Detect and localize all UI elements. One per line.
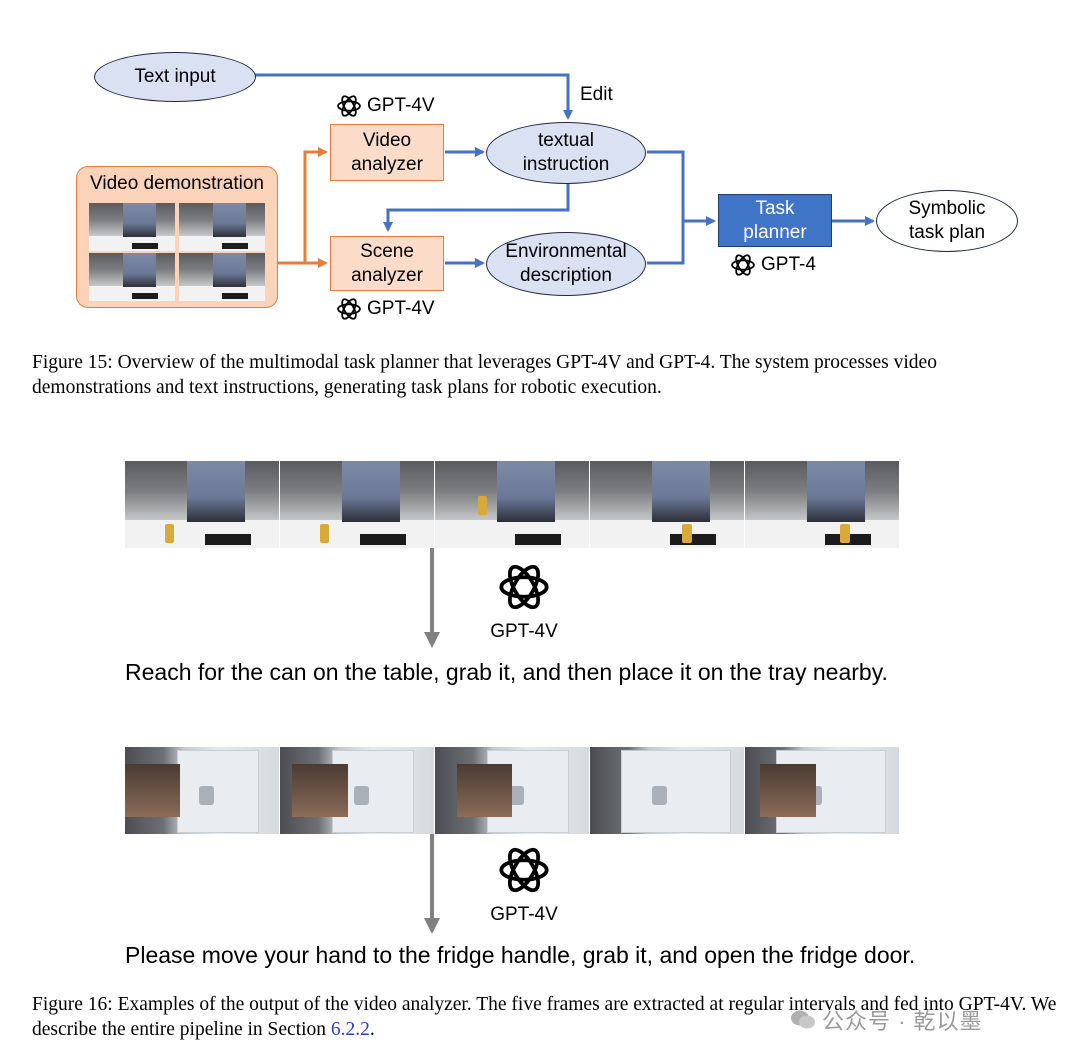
openai-logo-icon — [499, 564, 549, 610]
environmental-description-line2: description — [520, 265, 612, 286]
gpt4v-bottom-label: GPT-4V — [367, 298, 435, 319]
example1-frame-5 — [745, 461, 899, 548]
figure-16-caption: Figure 16: Examples of the output of the… — [32, 992, 1062, 1042]
task-planner-node: Task planner — [718, 194, 832, 247]
example2-frame-3 — [435, 747, 589, 834]
textual-instruction-line1: textual — [538, 130, 594, 151]
figure-15-caption: Figure 15: Overview of the multimodal ta… — [32, 352, 937, 398]
openai-logo-icon — [337, 298, 361, 320]
demo-frame-2 — [179, 203, 265, 251]
example2-frame-strip — [125, 747, 899, 834]
symbolic-task-plan-line2: task plan — [908, 222, 986, 243]
environmental-description-node: Environmental description — [486, 232, 646, 296]
demo-frame-4 — [179, 253, 265, 301]
gpt4v-badge-top: GPT-4V — [336, 93, 435, 119]
example2-frame-5 — [745, 747, 899, 834]
example1-frame-strip — [125, 461, 899, 548]
gpt4-badge: GPT-4 — [730, 252, 816, 278]
video-analyzer-line2: analyzer — [351, 153, 423, 175]
demo-frame-1 — [89, 203, 175, 251]
gpt4v-top-label: GPT-4V — [367, 95, 435, 116]
gpt4v-badge-bottom: GPT-4V — [336, 296, 435, 322]
example2-down-arrow — [424, 834, 440, 934]
video-analyzer-line1: Video — [362, 129, 412, 151]
example1-gpt4v-logo: GPT-4V — [486, 560, 562, 643]
figure-16-caption-end: . — [369, 1019, 375, 1040]
example1-frame-3 — [435, 461, 589, 548]
figure-16-caption-text: Figure 16: Examples of the output of the… — [32, 994, 1057, 1040]
example1-gpt4v-label: GPT-4V — [490, 621, 558, 642]
gpt4-label: GPT-4 — [761, 254, 816, 275]
example2-frame-4 — [590, 747, 744, 834]
task-planner-line1: Task — [755, 197, 795, 219]
example2-output: Please move your hand to the fridge hand… — [125, 942, 916, 968]
figure-15: Text input Edit GPT-4V Video analyzer te… — [0, 0, 1080, 400]
edit-arrow — [255, 73, 573, 120]
example2-gpt4v-label: GPT-4V — [490, 904, 558, 925]
scene-analyzer-node: Scene analyzer — [330, 236, 444, 291]
environmental-description-line1: Environmental — [505, 241, 627, 262]
symbolic-task-plan-line1: Symbolic — [908, 198, 986, 219]
instruction-to-planner-line — [647, 150, 685, 265]
video-demonstration-node: Video demonstration — [76, 166, 278, 308]
wechat-icon — [791, 1010, 815, 1029]
task-planner-line2: planner — [743, 221, 807, 243]
section-6-2-2-link[interactable]: 6.2.2 — [330, 1019, 370, 1040]
watermark: 公众号 · 乾以墨 — [790, 1004, 983, 1036]
openai-logo-icon — [731, 254, 755, 276]
demo-to-video-analyzer-arrow — [278, 147, 328, 265]
scene-analyzer-line1: Scene — [360, 240, 414, 262]
openai-logo-icon — [499, 847, 549, 893]
example1-frame-2 — [280, 461, 434, 548]
demo-frame-3 — [89, 253, 175, 301]
edit-label: Edit — [580, 84, 613, 105]
example1-frame-1 — [125, 461, 279, 548]
example1-down-arrow — [424, 548, 440, 648]
text-input-label: Text input — [134, 66, 216, 87]
textual-instruction-line2: instruction — [522, 154, 610, 175]
example2-frame-1 — [125, 747, 279, 834]
instruction-to-scene-analyzer-arrow — [383, 183, 570, 232]
openai-logo-icon — [337, 95, 361, 117]
example1-output: Reach for the can on the table, grab it,… — [125, 659, 888, 685]
example2-frame-2 — [280, 747, 434, 834]
text-input-node: Text input — [94, 52, 256, 102]
scene-analyzer-line2: analyzer — [351, 264, 423, 286]
textual-instruction-node: textual instruction — [486, 122, 646, 184]
video-analyzer-node: Video analyzer — [330, 124, 444, 181]
figure-15-connectors — [255, 73, 875, 268]
example2-gpt4v-logo: GPT-4V — [486, 843, 562, 926]
watermark-text: 公众号 · 乾以墨 — [822, 1009, 983, 1034]
symbolic-task-plan-node: Symbolic task plan — [876, 190, 1018, 252]
video-demonstration-label: Video demonstration — [90, 173, 264, 194]
example1-frame-4 — [590, 461, 744, 548]
